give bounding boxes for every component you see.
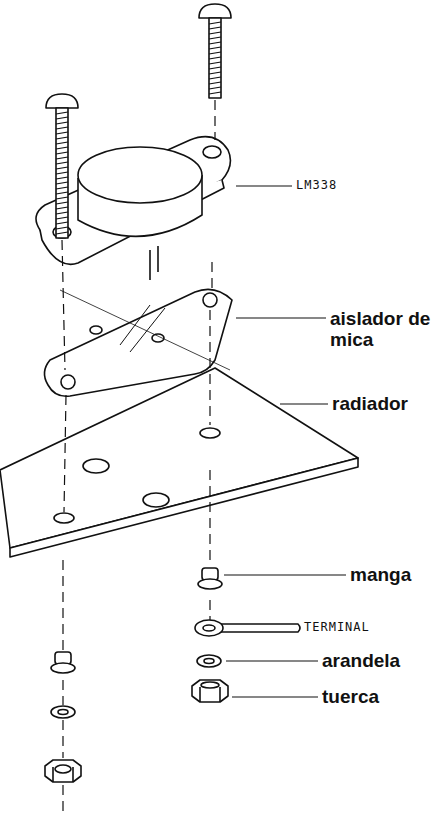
leader-lines — [224, 186, 346, 697]
left-washer — [51, 706, 75, 718]
thread-stroke — [56, 212, 68, 214]
thread-stroke — [56, 122, 68, 124]
thread-stroke — [209, 72, 221, 74]
part-label: manga — [350, 565, 411, 586]
thread-stroke — [56, 137, 68, 139]
thread-stroke — [56, 187, 68, 189]
thread-stroke — [209, 82, 221, 84]
part-label: arandela — [322, 651, 400, 672]
left-sleeve — [51, 652, 75, 673]
thread-stroke — [56, 227, 68, 229]
thread-stroke — [209, 87, 221, 89]
thread-stroke — [209, 67, 221, 69]
thread-stroke — [56, 197, 68, 199]
part-label: tuerca — [322, 687, 379, 708]
thread-stroke — [56, 177, 68, 179]
left-screw — [46, 94, 78, 238]
heatsink-plate — [0, 368, 358, 557]
thread-stroke — [209, 57, 221, 59]
thread-stroke — [56, 192, 68, 194]
thread-stroke — [209, 37, 221, 39]
thread-stroke — [56, 152, 68, 154]
thread-stroke — [56, 112, 68, 114]
right-sleeve — [198, 568, 222, 589]
thread-stroke — [209, 77, 221, 79]
terminal-lug — [195, 620, 300, 636]
thread-stroke — [209, 62, 221, 64]
part-label: LM338 — [296, 179, 337, 192]
thread-stroke — [56, 162, 68, 164]
axis-lines — [62, 100, 215, 812]
thread-stroke — [56, 222, 68, 224]
thread-stroke — [56, 142, 68, 144]
thread-stroke — [209, 52, 221, 54]
thread-stroke — [56, 117, 68, 119]
mica-insulator — [44, 289, 232, 396]
right-screw — [199, 4, 231, 98]
part-label: radiador — [332, 394, 408, 415]
thread-stroke — [209, 42, 221, 44]
thread-stroke — [56, 132, 68, 134]
thread-stroke — [209, 27, 221, 29]
thread-stroke — [209, 92, 221, 94]
thread-stroke — [56, 207, 68, 209]
thread-stroke — [56, 147, 68, 149]
thread-stroke — [56, 232, 68, 234]
thread-stroke — [56, 127, 68, 129]
part-label: aislador de mica — [330, 309, 435, 351]
thread-stroke — [56, 172, 68, 174]
thread-stroke — [209, 47, 221, 49]
thread-stroke — [56, 182, 68, 184]
thread-stroke — [209, 32, 221, 34]
left-nut — [45, 760, 81, 782]
thread-stroke — [56, 167, 68, 169]
right-nut — [192, 680, 228, 702]
part-label: TERMINAL — [304, 621, 370, 634]
thread-stroke — [56, 217, 68, 219]
thread-stroke — [209, 22, 221, 24]
thread-stroke — [56, 157, 68, 159]
right-washer — [197, 655, 221, 667]
screw-threads — [56, 22, 221, 234]
thread-stroke — [56, 202, 68, 204]
